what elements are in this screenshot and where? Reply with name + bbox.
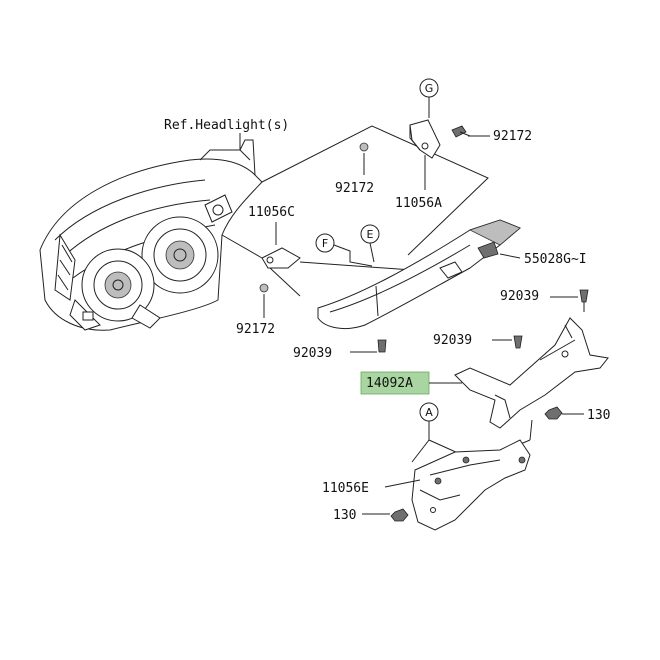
part-14092a: 14092A [366,376,413,391]
bracket-11056c [261,247,301,269]
washer-92172-left [259,283,269,293]
svg-text:G: G [425,82,434,95]
ref-headlight-label: Ref.Headlight(s) [164,118,289,133]
part-92172-left: 92172 [236,322,275,337]
bolt-92172-top [451,125,471,138]
part-92039-mid: 92039 [433,333,472,348]
side-panel [317,219,521,329]
svg-text:E: E [367,228,374,241]
bracket-11056a [409,119,441,159]
cover-14092a [454,317,609,429]
clip-92039-right [579,289,589,312]
part-11056a: 11056A [395,196,442,211]
callout-g: G [419,78,439,98]
svg-text:F: F [322,237,328,250]
part-55028: 55028G~I [524,252,587,267]
clip-92039-mid [513,335,523,349]
callout-e: E [360,224,380,244]
part-92039-left: 92039 [293,346,332,361]
washer-92172-mid [359,142,369,152]
part-130-right: 130 [587,408,610,423]
bracket-11056e [411,439,531,531]
part-92172-top: 92172 [493,129,532,144]
callout-f: F [315,233,335,253]
part-11056e: 11056E [322,481,369,496]
headlight-assembly [39,139,263,331]
clip-92039-left [377,339,387,353]
callout-a: A [419,402,439,422]
svg-text:A: A [425,406,433,419]
part-11056c: 11056C [248,205,295,220]
nut-130-left [390,508,409,522]
part-130-left: 130 [333,508,356,523]
nut-130-right [544,406,563,420]
part-92172-mid: 92172 [335,181,374,196]
part-92039-right: 92039 [500,289,539,304]
